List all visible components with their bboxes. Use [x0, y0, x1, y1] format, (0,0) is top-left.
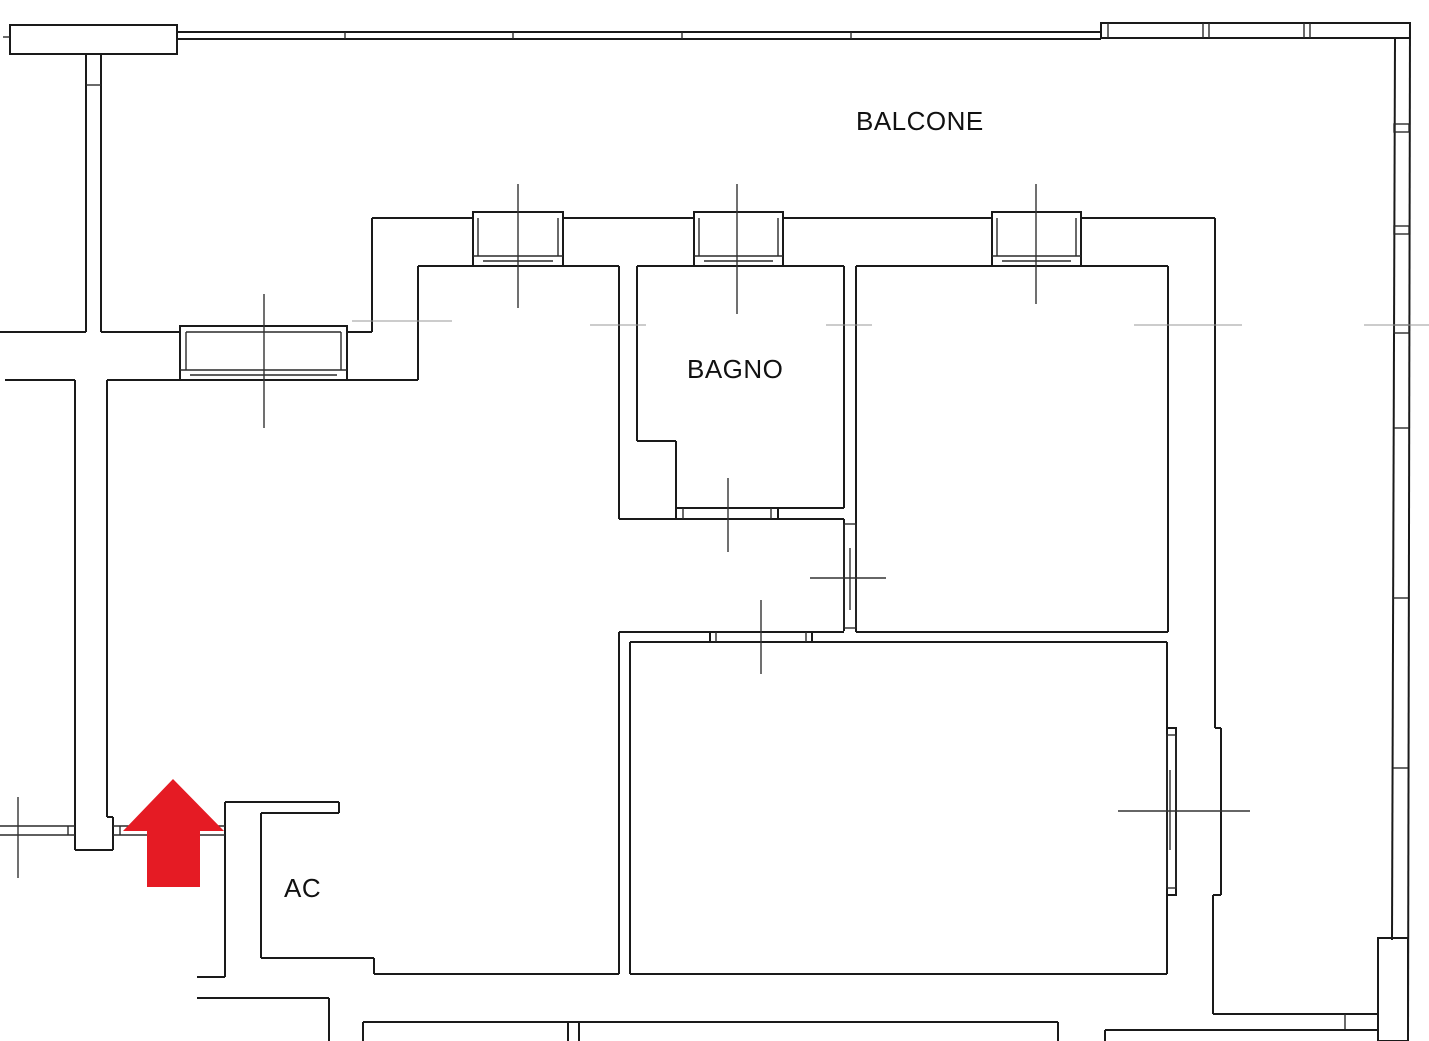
room-label-ac: AC [284, 873, 322, 903]
entrance-arrow-icon [123, 779, 224, 887]
room-label-bagno: BAGNO [687, 354, 784, 384]
room-label-balcone: BALCONE [856, 106, 984, 136]
interior-walls [0, 54, 1378, 1041]
exterior-balcony-railing [3, 22, 1411, 1041]
windows [179, 211, 1177, 896]
axis-crosses [17, 184, 1429, 878]
